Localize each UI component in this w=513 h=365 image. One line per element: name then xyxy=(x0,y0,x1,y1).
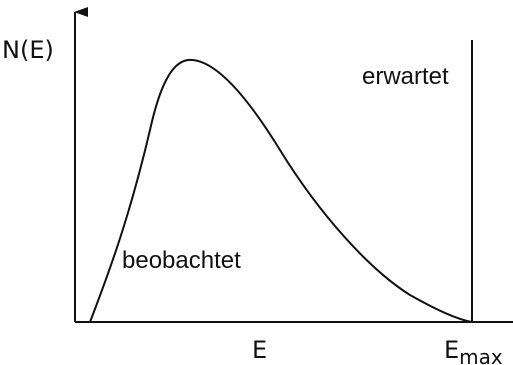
expected-label: erwartet xyxy=(362,63,449,90)
x-max-label-subscript: max xyxy=(459,345,503,365)
y-axis-label: N(E) xyxy=(2,36,54,64)
observed-spectrum-curve xyxy=(89,58,473,323)
x-max-label: Emax xyxy=(444,336,503,365)
x-max-label-main: E xyxy=(444,336,459,364)
observed-label: beobachtet xyxy=(122,247,241,274)
x-axis-label: E xyxy=(252,336,267,364)
